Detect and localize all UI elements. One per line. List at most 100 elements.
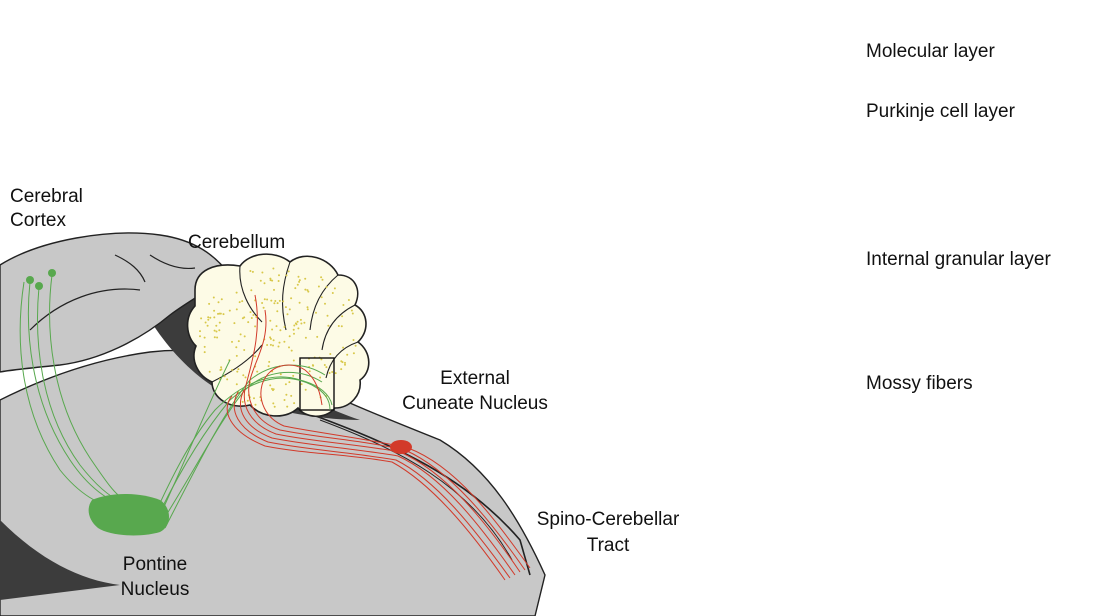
granule-dot bbox=[240, 333, 242, 335]
granule-dot bbox=[352, 313, 354, 315]
granule-dot bbox=[273, 339, 275, 341]
granule-dot bbox=[284, 399, 286, 401]
granule-dot bbox=[253, 397, 255, 399]
granule-dot bbox=[241, 300, 243, 302]
granule-dot bbox=[293, 329, 295, 331]
granule-dot bbox=[233, 322, 235, 324]
granule-dot bbox=[207, 316, 209, 318]
granule-dot bbox=[254, 355, 256, 357]
granule-dot bbox=[295, 322, 297, 324]
granule-dot bbox=[342, 304, 344, 306]
granule-dot bbox=[272, 268, 274, 270]
granule-dot bbox=[299, 279, 301, 281]
label-external-cuneate-line2: Cuneate Nucleus bbox=[395, 392, 555, 416]
granule-dot bbox=[271, 388, 273, 390]
granule-dot bbox=[342, 347, 344, 349]
granule-dot bbox=[250, 289, 252, 291]
granule-dot bbox=[344, 362, 346, 364]
granule-dot bbox=[231, 369, 233, 371]
granule-dot bbox=[237, 368, 239, 370]
granule-dot bbox=[278, 346, 280, 348]
granule-dot bbox=[217, 313, 219, 315]
granule-dot bbox=[329, 353, 331, 355]
granule-dot bbox=[209, 371, 211, 373]
granule-dot bbox=[269, 384, 271, 386]
granule-dot bbox=[236, 355, 238, 357]
granule-dot bbox=[243, 316, 245, 318]
granule-dot bbox=[220, 368, 222, 370]
granule-dot bbox=[287, 313, 289, 315]
granule-dot bbox=[294, 287, 296, 289]
granule-dot bbox=[279, 329, 281, 331]
granule-dot bbox=[249, 270, 251, 272]
granule-dot bbox=[205, 322, 207, 324]
granule-dot bbox=[251, 317, 253, 319]
granule-dot bbox=[315, 312, 317, 314]
granule-dot bbox=[236, 371, 238, 373]
granule-dot bbox=[279, 300, 281, 302]
granule-dot bbox=[309, 370, 311, 372]
granule-dot bbox=[292, 375, 294, 377]
label-pontine-line1: Pontine bbox=[100, 553, 210, 577]
granule-dot bbox=[285, 394, 287, 396]
granule-dot bbox=[220, 313, 222, 315]
granule-dot bbox=[219, 322, 221, 324]
label-external-cuneate-line1: External bbox=[395, 367, 555, 391]
granule-dot bbox=[284, 326, 286, 328]
granule-dot bbox=[273, 388, 275, 390]
granule-dot bbox=[214, 336, 216, 338]
label-cerebral-cortex-line1: Cerebral bbox=[10, 185, 83, 209]
granule-dot bbox=[297, 284, 299, 286]
granule-dot bbox=[261, 302, 263, 304]
granule-dot bbox=[307, 291, 309, 293]
granule-dot bbox=[322, 279, 324, 281]
granule-dot bbox=[280, 373, 282, 375]
granule-dot bbox=[273, 289, 275, 291]
label-molecular-layer: Molecular layer bbox=[866, 40, 995, 64]
cortex-neuron-2 bbox=[35, 282, 43, 290]
granule-dot bbox=[207, 325, 209, 327]
granule-dot bbox=[305, 389, 307, 391]
granule-dot bbox=[348, 299, 350, 301]
granule-dot bbox=[261, 272, 263, 274]
granule-dot bbox=[300, 323, 302, 325]
granule-dot bbox=[290, 395, 292, 397]
granule-dot bbox=[272, 345, 274, 347]
label-mossy-fibers: Mossy fibers bbox=[866, 372, 973, 396]
granule-dot bbox=[305, 337, 307, 339]
granule-dot bbox=[214, 330, 216, 332]
granule-dot bbox=[331, 371, 333, 373]
granule-dot bbox=[269, 320, 271, 322]
granule-dot bbox=[271, 329, 273, 331]
granule-dot bbox=[218, 301, 220, 303]
granule-dot bbox=[245, 376, 247, 378]
granule-dot bbox=[231, 341, 233, 343]
granule-dot bbox=[324, 303, 326, 305]
label-cerebral-cortex-line2: Cortex bbox=[10, 209, 66, 233]
granule-dot bbox=[298, 276, 300, 278]
granule-dot bbox=[213, 310, 215, 312]
granule-dot bbox=[299, 302, 301, 304]
granule-dot bbox=[200, 317, 202, 319]
granule-dot bbox=[285, 383, 287, 385]
granule-dot bbox=[221, 298, 223, 300]
granule-dot bbox=[340, 360, 342, 362]
granule-dot bbox=[282, 300, 284, 302]
granule-dot bbox=[254, 325, 256, 327]
granule-dot bbox=[293, 325, 295, 327]
granule-dot bbox=[278, 280, 280, 282]
granule-dot bbox=[204, 346, 206, 348]
granule-dot bbox=[340, 368, 342, 370]
granule-dot bbox=[266, 344, 268, 346]
granule-dot bbox=[327, 325, 329, 327]
granule-dot bbox=[332, 292, 334, 294]
granule-dot bbox=[274, 406, 276, 408]
granule-dot bbox=[307, 306, 309, 308]
granule-dot bbox=[207, 319, 209, 321]
granule-dot bbox=[288, 381, 290, 383]
granule-dot bbox=[286, 274, 288, 276]
granule-dot bbox=[213, 297, 215, 299]
granule-dot bbox=[344, 364, 346, 366]
granule-dot bbox=[329, 372, 331, 374]
granule-dot bbox=[289, 335, 291, 337]
